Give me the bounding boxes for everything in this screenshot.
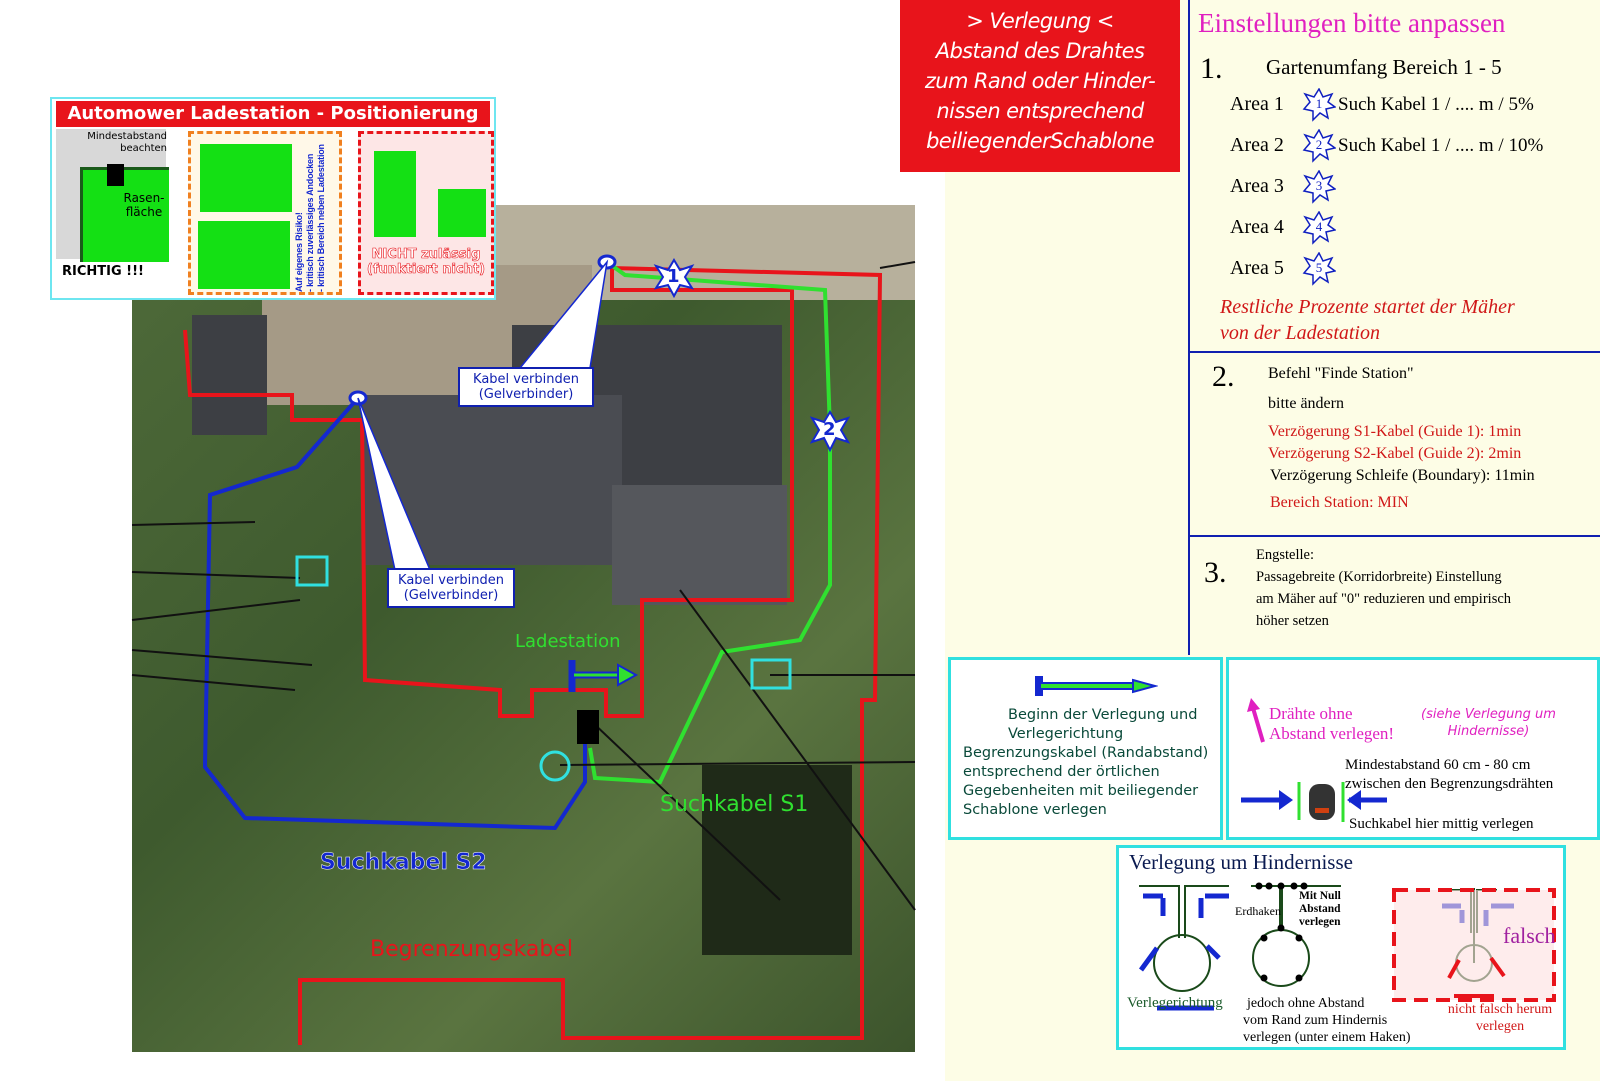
start-arrow-icon <box>1035 676 1158 696</box>
area-row: Area 1 1 Such Kabel 1 / .... m / 5% <box>1230 84 1543 125</box>
falsch-label: falsch <box>1503 923 1556 948</box>
boundary-cable <box>183 265 883 1045</box>
inset-richtig: RICHTIG !!! <box>62 264 144 279</box>
area-text: Such Kabel 1 / .... m / 5% <box>1338 93 1534 115</box>
area-label: Area 4 <box>1230 216 1284 238</box>
area-text: Such Kabel 1 / .... m / 10% <box>1338 134 1544 156</box>
header-line: nissen entsprechend <box>936 99 1144 123</box>
area-label: Area 1 <box>1230 93 1284 115</box>
section-2-number: 2. <box>1212 360 1235 393</box>
section-2-line: Befehl "Finde Station" <box>1268 365 1414 382</box>
section-1-number: 1. <box>1200 52 1223 85</box>
obstacles-title: Verlegung um Hindernisse <box>1129 850 1353 874</box>
s2-label: Suchkabel S2 <box>320 850 487 876</box>
delay-boundary: Verzögerung Schleife (Boundary): 11min <box>1270 467 1535 484</box>
inset-rasen: Rasen- fläche <box>123 191 165 219</box>
erdhaken-label: Erdhaken <box>1235 904 1281 918</box>
star-number: 3 <box>1315 177 1323 193</box>
boundary-label: Begrenzungskabel <box>370 937 573 962</box>
marker-1: 1 <box>667 266 680 287</box>
verlegung-header-box: > Verlegung < Abstand des Drahtes zum Ra… <box>900 0 1180 172</box>
marker-2: 2 <box>823 419 836 440</box>
area-row: Area 2 2 Such Kabel 1 / .... m / 10% <box>1230 125 1543 166</box>
s1-label: Suchkabel S1 <box>660 792 809 817</box>
station-range: Bereich Station: MIN <box>1270 494 1409 511</box>
header-line: beiliegenderSchablone <box>926 129 1154 153</box>
inset-risiko: Auf eigenes Risiko!- kritisch zuverlässi… <box>294 144 326 292</box>
obstacle-diagrams <box>1138 882 1556 1011</box>
divider <box>1190 351 1600 353</box>
settings-title: Einstellungen bitte anpassen <box>1198 8 1506 38</box>
verlegerichtung-label: Verlegerichtung <box>1127 995 1223 1011</box>
header-line: > Verlegung < <box>966 9 1114 33</box>
star-icon: 1 <box>1302 87 1336 122</box>
area-row: Area 5 5 <box>1230 248 1543 289</box>
star-icon: 2 <box>1302 128 1336 163</box>
inset-mindest: Mindestabstand beachten <box>87 131 167 154</box>
section-3-number: 3. <box>1204 556 1227 589</box>
connector-label-1: Kabel verbinden (Gelverbinder) <box>458 367 594 407</box>
area-label: Area 2 <box>1230 134 1284 156</box>
star-number: 2 <box>1315 136 1323 152</box>
star-number: 1 <box>1315 95 1323 111</box>
area-label: Area 5 <box>1230 257 1284 279</box>
star-icon: 4 <box>1302 210 1336 245</box>
section-3-text: Engstelle:Passagebreite (Korridorbreite)… <box>1256 547 1512 629</box>
header-line: Abstand des Drahtes <box>935 39 1145 63</box>
star-number: 5 <box>1315 259 1323 275</box>
obstacles-box: Verlegung um Hindernisse Erdhaken Mit Nu… <box>1116 845 1566 1050</box>
ladestation-label: Ladestation <box>515 631 621 652</box>
delay-s2: Verzögerung S2-Kabel (Guide 2): 2min <box>1268 445 1522 462</box>
area-row: Area 4 4 <box>1230 207 1543 248</box>
star-number: 4 <box>1315 218 1323 234</box>
mower-spacing-icon <box>1241 782 1387 822</box>
delay-s1: Verzögerung S1-Kabel (Guide 1): 1min <box>1268 423 1522 440</box>
connector-label-2: Kabel verbinden (Gelverbinder) <box>387 568 515 608</box>
section-1-heading: Gartenumfang Bereich 1 - 5 <box>1266 55 1502 79</box>
search-cable-s1 <box>588 260 832 785</box>
magenta-arrow-icon <box>1247 698 1265 743</box>
star-icon: 3 <box>1302 169 1336 204</box>
settings-panel: Einstellungen bitte anpassen 1. Gartenum… <box>1188 0 1600 655</box>
area-label: Area 3 <box>1230 175 1284 197</box>
area-row: Area 3 3 <box>1230 166 1543 207</box>
aerial-map <box>132 205 915 1052</box>
star-icon: 5 <box>1302 251 1336 286</box>
area-list: Area 1 1 Such Kabel 1 / .... m / 5% Area 2… <box>1230 84 1543 289</box>
inset-nicht: NICHT zulässig(funktiert nicht) <box>366 247 486 278</box>
search-cable-s2 <box>202 396 587 831</box>
section-2-line: bitte ändern <box>1268 395 1344 412</box>
header-line: zum Rand oder Hinder- <box>924 69 1156 93</box>
divider <box>1190 535 1600 537</box>
charging-station <box>577 710 599 744</box>
inset-title: Automower Ladestation - Positionierung <box>56 101 490 127</box>
positioning-inset: Automower Ladestation - Positionierung M… <box>50 97 496 300</box>
such-note: Suchkabel hier mittig verlegen <box>1349 816 1534 832</box>
